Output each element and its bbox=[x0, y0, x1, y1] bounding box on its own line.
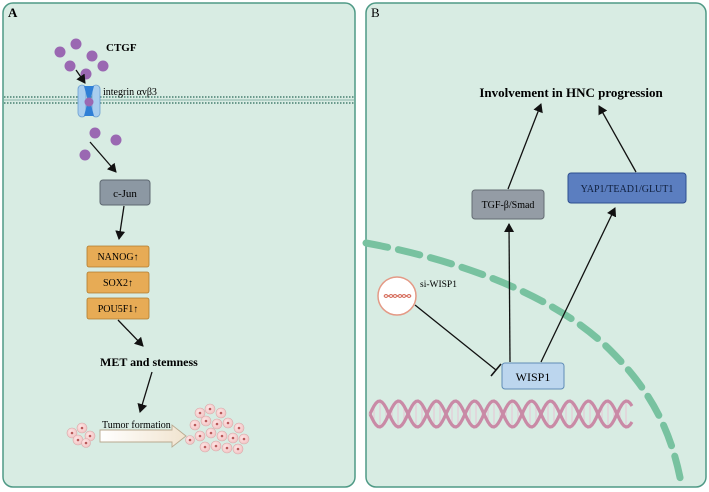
arrow-wisp1-to-yap bbox=[540, 207, 617, 363]
hnc-progression-title: Involvement in HNC progression bbox=[479, 85, 663, 100]
gene-label-nanog: NANOG↑ bbox=[97, 252, 138, 263]
integrin-receptor bbox=[77, 84, 101, 118]
dna-double-helix bbox=[368, 399, 634, 429]
gene-label-sox2: SOX2↑ bbox=[103, 278, 133, 289]
arrow-to-genes bbox=[115, 205, 126, 240]
arrow-to-tumor bbox=[137, 371, 153, 413]
ctgf-ligand bbox=[54, 46, 66, 58]
cjun-node: c-Jun bbox=[99, 179, 151, 206]
si-wisp1-vesicle bbox=[377, 276, 417, 316]
outcome-label: MET and stemness bbox=[100, 355, 198, 369]
bound-ctgf-ligand bbox=[84, 97, 94, 107]
gene-label-pou5f1: POU5F1↑ bbox=[98, 304, 139, 315]
arrow-yap-to-hnc bbox=[598, 105, 637, 173]
tgf-beta-smad-label: TGF-β/Smad bbox=[482, 200, 535, 211]
arrow-tgf-to-hnc bbox=[507, 103, 543, 190]
ctgf-ligand bbox=[97, 60, 109, 72]
ctgf-ligand bbox=[64, 60, 76, 72]
inhibition-line bbox=[414, 304, 497, 371]
panel-a: A CTGF integrin αvβ3 bbox=[2, 2, 356, 488]
ctgf-ligand bbox=[79, 149, 91, 161]
ctgf-ligand bbox=[110, 134, 122, 146]
panel-a-background bbox=[2, 2, 356, 488]
stemness-gene-stack: NANOG↑ SOX2↑ POU5F1↑ bbox=[86, 245, 150, 320]
nuclear-envelope bbox=[362, 239, 686, 492]
yap1-tead1-glut1-node: YAP1/TEAD1/GLUT1 bbox=[567, 172, 687, 204]
arrow-to-outcome bbox=[117, 319, 144, 347]
arrow-to-cjun bbox=[89, 141, 117, 173]
ctgf-ligand bbox=[89, 127, 101, 139]
dna-strand bbox=[368, 399, 634, 429]
wisp1-node: WISP1 bbox=[501, 362, 565, 390]
ctgf-ligand bbox=[70, 38, 82, 50]
tumor-formation-arrow bbox=[99, 424, 187, 448]
cell-cluster-small bbox=[66, 422, 96, 448]
ctgf-label: CTGF bbox=[106, 42, 137, 54]
inhibition-bar bbox=[490, 363, 502, 377]
wisp1-label: WISP1 bbox=[516, 370, 551, 384]
tumor-formation-label: Tumor formation bbox=[102, 420, 171, 431]
yap1-tead1-glut1-label: YAP1/TEAD1/GLUT1 bbox=[581, 184, 674, 195]
ctgf-ligand bbox=[86, 50, 98, 62]
gene-box-pou5f1 bbox=[86, 297, 150, 320]
ctgf-binding-arrow bbox=[75, 69, 86, 84]
arrow-wisp1-to-tgf bbox=[504, 223, 515, 363]
integrin-label: integrin αvβ3 bbox=[103, 87, 157, 98]
panel-a-label: A bbox=[8, 5, 18, 20]
cell-membrane bbox=[4, 96, 354, 104]
gene-box-sox2 bbox=[86, 271, 150, 294]
tgf-beta-smad-node: TGF-β/Smad bbox=[471, 189, 545, 220]
panel-b-label: B bbox=[371, 5, 380, 20]
cjun-label: c-Jun bbox=[113, 188, 137, 200]
gene-box-nanog bbox=[86, 245, 150, 268]
panel-b: B Involvement in HNC progression TGF-β/S… bbox=[362, 2, 707, 492]
cell-nuclei bbox=[188, 407, 246, 451]
si-wisp1-label: si-WISP1 bbox=[420, 280, 457, 290]
sirna-strand bbox=[383, 294, 412, 298]
dna-strand bbox=[368, 399, 634, 429]
